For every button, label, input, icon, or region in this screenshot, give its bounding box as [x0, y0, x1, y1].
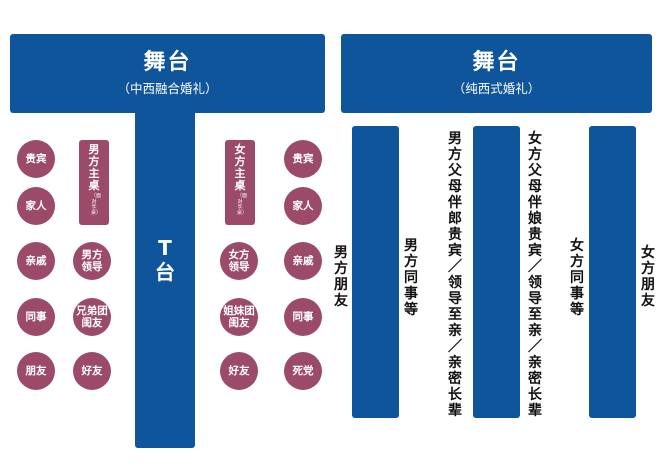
guest-table-family: 家人 — [17, 187, 55, 225]
guest-table-family-bride: 家人 — [284, 187, 322, 225]
left-stage-title: 舞台 — [143, 49, 192, 75]
t-runway — [135, 110, 195, 448]
long-table-1 — [352, 126, 399, 418]
circle-label: 兄弟团闺友 — [76, 305, 108, 329]
guest-table-bride-leaders: 女方领导 — [220, 242, 258, 280]
circle-label: 姐妹团闺友 — [223, 305, 255, 329]
groom-main-table: 男方主桌 （面对长桌） — [79, 140, 109, 225]
guest-table-vip: 贵宾 — [17, 140, 55, 178]
long-table-2 — [473, 126, 520, 418]
guest-table-groomsmen: 兄弟团闺友 — [73, 298, 111, 336]
groom-main-table-label: 男方主桌 — [88, 143, 100, 192]
left-stage-subtitle: （中西融合婚礼） — [117, 80, 218, 96]
t-runway-label: T台 — [155, 236, 175, 284]
bride-main-table: 女方主桌 （面对长桌） — [225, 140, 255, 225]
guest-table-relatives: 亲戚 — [17, 242, 55, 280]
right-stage-subtitle: （纯西式婚礼） — [452, 80, 541, 96]
label-bride-friends: 女方朋友 — [641, 245, 655, 309]
label-groom-colleagues: 男方同事等 — [404, 238, 418, 318]
label-groom-family: 男方父母 伴郎 贵宾／领导 至亲／亲密长辈 — [448, 131, 462, 419]
bride-main-table-note: （面对长桌） — [237, 193, 248, 216]
right-stage-title: 舞台 — [472, 49, 521, 75]
label-bride-colleagues: 女方同事等 — [570, 238, 584, 318]
guest-table-friends: 朋友 — [17, 352, 55, 390]
label-bride-family: 女方父母 伴娘 贵宾／领导 至亲／亲密长辈 — [528, 131, 542, 419]
guest-table-bridesmaids: 姐妹团闺友 — [220, 298, 258, 336]
guest-table-groom-leaders: 男方领导 — [73, 242, 111, 280]
left-stage: 舞台 （中西融合婚礼） — [10, 34, 325, 113]
guest-table-colleagues: 同事 — [17, 298, 55, 336]
circle-label: 男方领导 — [81, 249, 103, 273]
guest-table-vip-bride: 贵宾 — [284, 140, 322, 178]
label-groom-friends: 男方朋友 — [334, 245, 348, 309]
guest-table-colleagues-bride: 同事 — [284, 298, 322, 336]
circle-label: 女方领导 — [228, 249, 250, 273]
guest-table-close-friends: 好友 — [73, 352, 111, 390]
long-table-3 — [589, 126, 636, 418]
guest-table-besties: 死党 — [284, 352, 322, 390]
groom-main-table-note: （面对长桌） — [91, 193, 102, 216]
right-stage: 舞台 （纯西式婚礼） — [341, 34, 652, 113]
bride-main-table-label: 女方主桌 — [234, 143, 246, 192]
guest-table-relatives-bride: 亲戚 — [284, 242, 322, 280]
guest-table-good-friends: 好友 — [220, 352, 258, 390]
